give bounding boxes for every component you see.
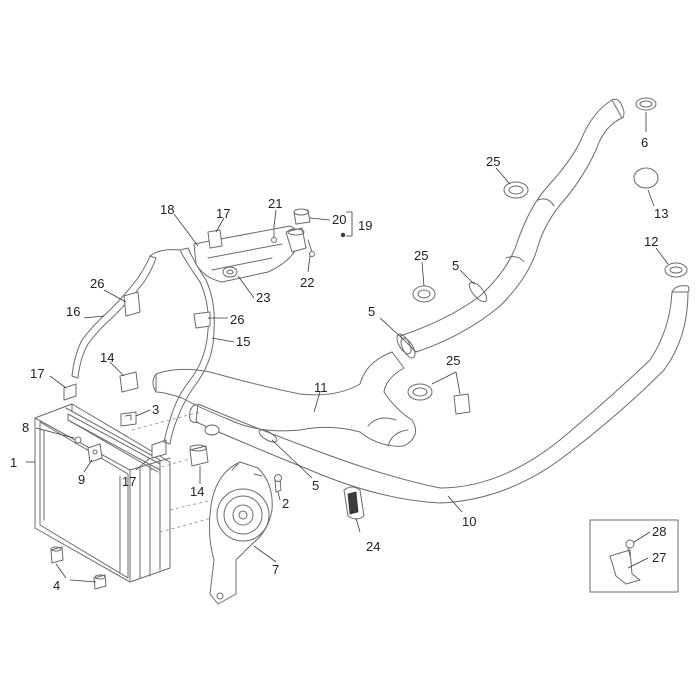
callout-5-left: 5 bbox=[368, 304, 375, 319]
clamp-14-lower bbox=[189, 444, 209, 467]
clamp-26-upper bbox=[123, 291, 141, 317]
bracket-19 bbox=[346, 211, 353, 237]
clamp-13 bbox=[633, 167, 659, 189]
radiator-fittings-17 bbox=[63, 383, 167, 459]
clamp-6 bbox=[635, 97, 657, 111]
clamp-25-mid bbox=[412, 285, 436, 303]
callout-25-top: 25 bbox=[486, 154, 500, 169]
callout-11: 11 bbox=[314, 380, 328, 395]
callout-1: 1 bbox=[10, 455, 17, 470]
tank-cap-20 bbox=[293, 208, 311, 225]
leader-lines bbox=[26, 112, 669, 583]
callout-7: 7 bbox=[272, 562, 279, 577]
callout-22: 22 bbox=[300, 275, 314, 290]
rubber-cushion-24 bbox=[343, 486, 365, 520]
callout-14-lower: 14 bbox=[190, 484, 204, 499]
callout-15: 15 bbox=[236, 334, 250, 349]
hose-10 bbox=[189, 285, 690, 504]
detail-inset bbox=[589, 519, 679, 593]
callout-3: 3 bbox=[152, 402, 159, 417]
radiator bbox=[34, 403, 171, 583]
callout-19: 19 bbox=[358, 218, 372, 233]
hose-fitting bbox=[204, 424, 220, 436]
radiator-bracket-3 bbox=[120, 411, 137, 427]
fan-screw-2 bbox=[274, 474, 282, 493]
clamp-26-lower bbox=[193, 311, 211, 329]
callout-26-lower: 26 bbox=[230, 312, 244, 327]
callout-27: 27 bbox=[652, 550, 666, 565]
callout-17-tank: 17 bbox=[216, 206, 230, 221]
callout-12: 12 bbox=[644, 234, 658, 249]
hose-16 bbox=[71, 249, 181, 379]
callout-4: 4 bbox=[53, 578, 60, 593]
callout-18: 18 bbox=[160, 202, 174, 217]
clamp-25-bottom bbox=[407, 383, 471, 415]
callout-13: 13 bbox=[654, 206, 668, 221]
screw-8 bbox=[74, 436, 82, 444]
callout-25-bottom: 25 bbox=[446, 353, 460, 368]
rubber-mounts-4 bbox=[50, 546, 107, 590]
clamp-5-upper bbox=[468, 281, 488, 303]
clamp-5-left bbox=[396, 333, 416, 359]
bracket-19-dot bbox=[340, 232, 346, 238]
callout-14-upper: 14 bbox=[100, 350, 114, 365]
callout-8: 8 bbox=[22, 420, 29, 435]
callout-20: 20 bbox=[332, 212, 346, 227]
callout-5-lower: 5 bbox=[312, 478, 319, 493]
hose-upper bbox=[399, 98, 625, 353]
callout-26-upper: 26 bbox=[90, 276, 104, 291]
callout-6: 6 bbox=[641, 135, 648, 150]
clamp-14-upper bbox=[119, 371, 139, 393]
callout-9: 9 bbox=[78, 472, 85, 487]
callout-21: 21 bbox=[268, 196, 282, 211]
callout-23: 23 bbox=[256, 290, 270, 305]
clamp-5-lower bbox=[258, 429, 278, 443]
clamp-25-top bbox=[503, 181, 529, 199]
callout-28: 28 bbox=[652, 524, 666, 539]
callout-2: 2 bbox=[282, 496, 289, 511]
tank-screw-21 bbox=[271, 225, 277, 243]
mount-line bbox=[159, 517, 213, 533]
clamp-12 bbox=[664, 262, 688, 278]
callout-17-left: 17 bbox=[30, 366, 44, 381]
tank-bolt-22 bbox=[307, 239, 315, 257]
hose-11 bbox=[152, 351, 417, 447]
cooling-fan bbox=[208, 461, 273, 605]
callout-17-radiator: 17 bbox=[122, 474, 136, 489]
callout-25-mid: 25 bbox=[414, 248, 428, 263]
callout-10: 10 bbox=[462, 514, 476, 529]
callout-16: 16 bbox=[66, 304, 80, 319]
callout-24: 24 bbox=[366, 539, 380, 554]
callout-5-upper: 5 bbox=[452, 258, 459, 273]
tank-clip-17 bbox=[207, 229, 223, 249]
tank-nut-23 bbox=[222, 266, 238, 278]
bracket-9 bbox=[87, 443, 103, 463]
mount-line bbox=[169, 499, 213, 511]
